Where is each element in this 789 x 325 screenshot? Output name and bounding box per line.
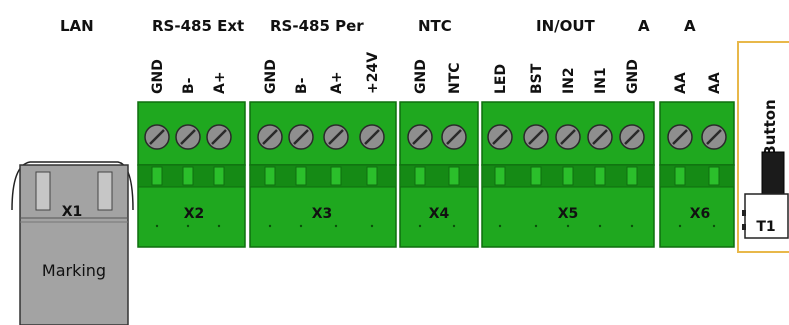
pin-label: LED	[493, 64, 509, 94]
header-in-out: IN/OUT	[536, 17, 596, 35]
pin-label: NTC	[447, 62, 463, 94]
connector-x4-label: X4	[429, 206, 450, 222]
screw-slot	[328, 129, 344, 145]
screw-slot	[149, 129, 165, 145]
terminal-block-x2: X2 GND B- A+	[137, 59, 246, 248]
contact-dot	[268, 224, 272, 228]
wire-clamp	[448, 166, 460, 186]
pin-label: A+	[212, 71, 228, 94]
wire-clamp	[366, 166, 378, 186]
wire-clamp	[626, 166, 638, 186]
screw-slot	[706, 129, 722, 145]
screw-slot	[446, 129, 462, 145]
pin-label: B-	[181, 77, 197, 94]
wire-clamp	[213, 166, 225, 186]
contact-dot	[598, 224, 602, 228]
header-a-1: A	[638, 17, 650, 35]
pin-label: AA	[673, 72, 689, 94]
pin-label: +24V	[365, 52, 381, 94]
contact-dot	[630, 224, 634, 228]
contact-dot	[498, 224, 502, 228]
pin-label: GND	[263, 59, 279, 94]
pin-label: IN1	[593, 67, 609, 94]
screw-slot	[412, 129, 428, 145]
screw-slot	[592, 129, 608, 145]
wire-clamp	[151, 166, 163, 186]
wire-clamp	[594, 166, 606, 186]
screw-slot	[624, 129, 640, 145]
wire-clamp	[530, 166, 542, 186]
connector-x5-label: X5	[558, 206, 579, 222]
contact-dot	[566, 224, 570, 228]
terminal-block-x3: X3 GND B- A+ +24V	[249, 52, 397, 248]
wire-clamp	[414, 166, 426, 186]
lan-port-label: X1	[62, 204, 83, 220]
lan-port: X1 Marking	[11, 161, 134, 325]
wire-clamp	[708, 166, 720, 186]
screw-slot	[262, 129, 278, 145]
contact-dot	[678, 224, 682, 228]
screw-slot	[560, 129, 576, 145]
wire-clamp	[182, 166, 194, 186]
contact-dot	[712, 224, 716, 228]
header-lan: LAN	[60, 17, 94, 35]
terminal-block-x5: X5 LED BST IN2 IN1 GND	[481, 59, 655, 248]
contact-dot	[299, 224, 303, 228]
contact-dot	[452, 224, 456, 228]
terminal-block-x4: X4 GND NTC	[399, 59, 479, 248]
header-a-2: A	[684, 17, 696, 35]
connector-x3-label: X3	[312, 206, 333, 222]
lan-marking-text: Marking	[42, 261, 106, 280]
header-rs485-ext: RS-485 Ext	[152, 17, 244, 35]
pin-label: GND	[625, 59, 641, 94]
contact-dot	[186, 224, 190, 228]
screw-slot	[492, 129, 508, 145]
wire-clamp	[562, 166, 574, 186]
pin-label: GND	[150, 59, 166, 94]
wire-clamp	[674, 166, 686, 186]
contact-dot	[217, 224, 221, 228]
tactile-switch[interactable]: T1	[742, 151, 789, 239]
contact-dot	[418, 224, 422, 228]
switch-t1-label: T1	[756, 219, 775, 235]
connector-x6-label: X6	[690, 206, 711, 222]
pin-label: GND	[413, 59, 429, 94]
screw-slot	[364, 129, 380, 145]
contact-dot	[534, 224, 538, 228]
button-highlight-frame	[737, 41, 789, 253]
screw-slot	[293, 129, 309, 145]
pin-label: BST	[529, 63, 545, 94]
screw-slot	[211, 129, 227, 145]
contact-dot	[370, 224, 374, 228]
wire-clamp	[494, 166, 506, 186]
screw-slot	[180, 129, 196, 145]
pin-label: AA	[707, 72, 723, 94]
terminal-block-x6: X6 AA AA	[659, 72, 735, 248]
pin-label: B-	[294, 77, 310, 94]
screw-slot	[672, 129, 688, 145]
contact-dot	[155, 224, 159, 228]
button-label: Button	[761, 99, 779, 156]
header-rs485-per: RS-485 Per	[270, 17, 364, 35]
wire-clamp	[330, 166, 342, 186]
connector-x2-label: X2	[184, 206, 205, 222]
header-ntc: NTC	[418, 17, 452, 35]
pin-label: A+	[329, 71, 345, 94]
pin-label: IN2	[561, 67, 577, 94]
screw-slot	[528, 129, 544, 145]
wire-clamp	[264, 166, 276, 186]
contact-dot	[334, 224, 338, 228]
wire-clamp	[295, 166, 307, 186]
